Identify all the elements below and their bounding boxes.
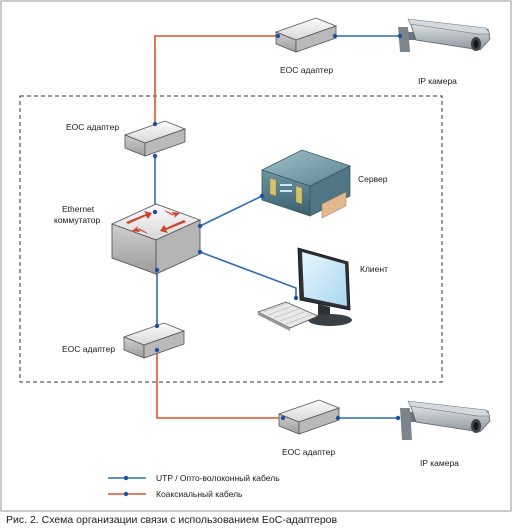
figure-caption: Рис. 2. Схема организации связи с исполь… [6,514,338,526]
server [260,149,352,219]
legend: UTP / Опто-волоконный кабель Коаксиальны… [108,473,280,499]
utp-switch-server [199,195,263,227]
utp-cables [154,35,400,419]
connection-points [152,33,403,421]
label-camera-bottom: IP камера [420,458,459,468]
eoc-adapter-top [274,17,338,53]
label-eoc-top: EOC адаптер [280,65,333,75]
eoc-adapter-left-bottom [122,322,186,359]
label-eoc-left-top: EOC адаптер [66,122,119,132]
eoc-adapter-left-top [123,120,187,157]
legend-utp-label: UTP / Опто-волоконный кабель [156,473,280,483]
label-client: Клиент [360,264,388,274]
coax-top [154,35,278,124]
switch-arrows-icon [126,210,186,234]
utp-switch-client [199,251,297,298]
outer-frame [0,0,512,512]
label-server: Сервер [358,174,388,184]
label-switch-line1: Ethernet [62,204,95,214]
ip-camera-top [398,18,491,52]
label-switch-line2: коммутатор [54,215,100,225]
client-computer [256,247,352,331]
coax-cables [154,35,283,419]
ip-camera-bottom [400,400,491,440]
lan-boundary [19,95,443,383]
eoc-adapter-bottom [277,399,341,435]
label-eoc-left-bottom: EOC адаптер [62,344,115,354]
coax-bottom [156,350,283,419]
label-camera-top: IP камера [418,76,457,86]
legend-coax-label: Коаксиальный кабель [156,489,243,499]
label-eoc-bottom: EOC адаптер [282,447,335,457]
ethernet-switch [110,203,202,275]
